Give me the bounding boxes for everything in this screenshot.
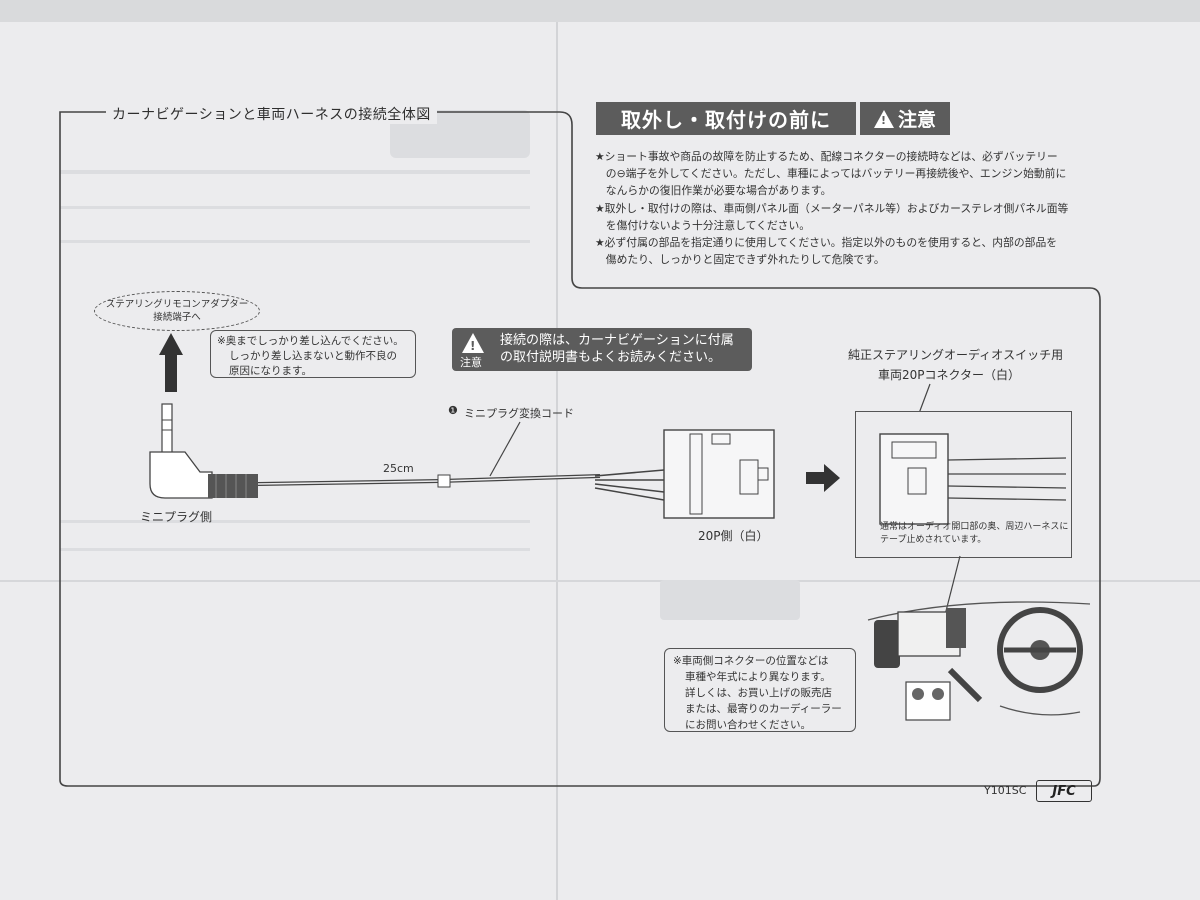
show-through-line <box>60 548 530 551</box>
caution-line: の⊖端子を外してください。ただし、車種によってはバッテリー再接続後や、エンジン始… <box>595 167 1067 181</box>
steering-adapter-sublabel: 接続端子へ <box>153 312 201 323</box>
insert-note-bubble: ※奥までしっかり差し込んでください。 しっかり差し込まないと動作不良の 原因にな… <box>210 330 416 378</box>
show-through-line <box>60 240 530 243</box>
show-through-line <box>60 520 530 523</box>
car-note-line: にお問い合わせください。 <box>685 719 811 731</box>
car-note-line: ※車両側コネクターの位置などは <box>673 655 829 667</box>
car-connector-note: ※車両側コネクターの位置などは 車種や年式により異なります。 詳しくは、お買い上… <box>664 648 856 732</box>
warning-label: 注意 <box>460 356 482 369</box>
fold-line-vertical <box>556 22 558 900</box>
car-note-line: 詳しくは、お買い上げの販売店 <box>685 687 832 699</box>
insert-note-line: ※奥までしっかり差し込んでください。 <box>217 335 404 347</box>
detail-note-line: テープ止めされています。 <box>880 535 987 545</box>
insert-note-line: 原因になります。 <box>229 365 312 377</box>
cord-label: ミニプラグ変換コード <box>464 407 574 420</box>
connector-20p <box>663 429 775 519</box>
car-note-line: 車種や年式により異なります。 <box>685 671 831 683</box>
caution-line: ★ショート事故や商品の故障を防止するため、配線コネクターの接続時などは、必ずバッ… <box>595 150 1058 163</box>
model-code: Y101SC <box>984 784 1027 797</box>
fold-line-horizontal <box>0 580 1200 582</box>
caution-heading: 取外し・取付けの前に <box>596 102 856 135</box>
insert-note-line: しっかり差し込まないと動作不良の <box>229 350 397 362</box>
connector-side-label: 20P側（白） <box>698 529 769 543</box>
vehicle-connector-drawing <box>879 433 1067 525</box>
vehicle-connector-detail <box>855 411 1072 558</box>
brand-logo: JFC <box>1036 780 1092 802</box>
caution-line: ★必ず付属の部品を指定通りに使用してください。指定以外のものを使用すると、内部の… <box>595 236 1058 250</box>
cord-clip <box>437 474 451 488</box>
mini-plug-side-label: ミニプラグ側 <box>140 510 213 524</box>
caution-line: なんらかの復旧作業が必要な場合があります。 <box>595 184 832 198</box>
caution-notes: ★ショート事故や商品の故障を防止するため、配線コネクターの接続時などは、必ずバッ… <box>595 148 1115 268</box>
warning-icon: ! <box>873 109 894 128</box>
warning-line: 接続の際は、カーナビゲーションに付属 <box>500 333 734 348</box>
show-through-block <box>660 580 800 620</box>
mini-plug-body <box>149 451 213 499</box>
caution-line: ★取外し・取付けの際は、車両側パネル面（メーターパネル等）およびカーステレオ側パ… <box>595 201 1069 215</box>
warning-line: の取付説明書もよくお読みください。 <box>500 350 722 365</box>
cord-number: ❶ <box>448 404 458 417</box>
steering-adapter-callout: ステアリングリモコンアダプター 接続端子へ <box>94 291 260 331</box>
vehicle-connector-label: 車両20Pコネクター（白） <box>878 368 1021 382</box>
steering-adapter-label: ステアリングリモコンアダプター <box>105 299 249 310</box>
show-through-line <box>60 206 530 209</box>
detail-note: 通常はオーディオ開口部の奥、周辺ハーネスに テープ止めされています。 <box>880 521 1068 547</box>
navigation-warning-box: ! 注意 接続の際は、カーナビゲーションに付属 の取付説明書もよくお読みください… <box>452 328 752 371</box>
caution-badge-label: 注意 <box>897 109 936 131</box>
right-arrow-icon <box>806 464 840 492</box>
diagram-title: カーナビゲーションと車両ハーネスの接続全体図 <box>106 104 437 124</box>
caution-line: を傷付けないよう十分注意してください。 <box>595 218 811 232</box>
cord-length: 25cm <box>383 462 414 475</box>
caution-badge: ! 注意 <box>860 102 950 135</box>
up-arrow-icon <box>159 333 183 392</box>
genuine-switch-label: 純正ステアリングオーディオスイッチ用 <box>848 348 1064 362</box>
caution-line: 傷めたり、しっかりと固定できず外れたりして危険です。 <box>595 253 885 267</box>
car-note-line: または、最寄りのカーディーラー <box>685 703 842 715</box>
show-through-line <box>60 170 530 174</box>
detail-note-line: 通常はオーディオ開口部の奥、周辺ハーネスに <box>880 522 1069 532</box>
warning-icon: ! <box>462 333 484 353</box>
